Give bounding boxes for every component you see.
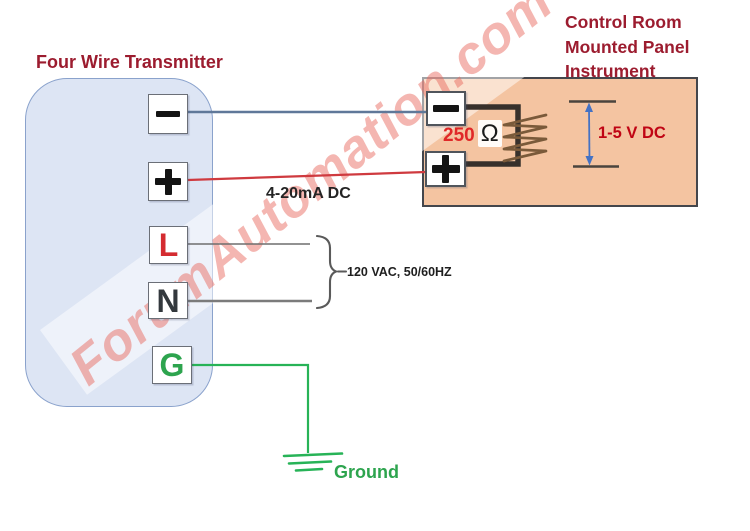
panel-title-line2: Mounted Panel <box>565 36 690 57</box>
panel-title-line1: Control Room <box>565 12 682 32</box>
transmitter-terminal-plus <box>148 162 188 201</box>
panel-terminal-minus <box>426 91 466 126</box>
plus-icon <box>431 155 460 183</box>
resistor-value: 250 <box>443 125 475 146</box>
power-brace-icon <box>315 234 348 310</box>
terminal-letter-L: L <box>158 227 179 263</box>
terminal-letter-G: G <box>159 347 185 383</box>
transmitter-title: Four Wire Transmitter <box>36 52 223 72</box>
power-label: 120 VAC, 50/60HZ <box>347 265 452 279</box>
resistor-unit: Ω <box>477 120 502 147</box>
panel-title-line3: Instrument <box>565 61 656 81</box>
panel-terminal-plus <box>425 151 466 187</box>
signal-label: 4-20mA DC <box>266 185 351 202</box>
minus-icon <box>433 105 459 112</box>
transmitter-terminal-minus <box>148 94 188 134</box>
panel-title: Control Room Mounted Panel Instrument <box>565 10 689 84</box>
transmitter-terminal-neutral: N <box>148 282 188 319</box>
terminal-letter-N: N <box>156 282 180 319</box>
plus-icon <box>155 168 181 195</box>
voltage-label: 1-5 V DC <box>598 124 666 142</box>
transmitter-terminal-ground: G <box>152 346 192 384</box>
ground-label: Ground <box>334 462 399 482</box>
transmitter-terminal-line: L <box>149 226 188 264</box>
minus-icon <box>156 110 180 118</box>
